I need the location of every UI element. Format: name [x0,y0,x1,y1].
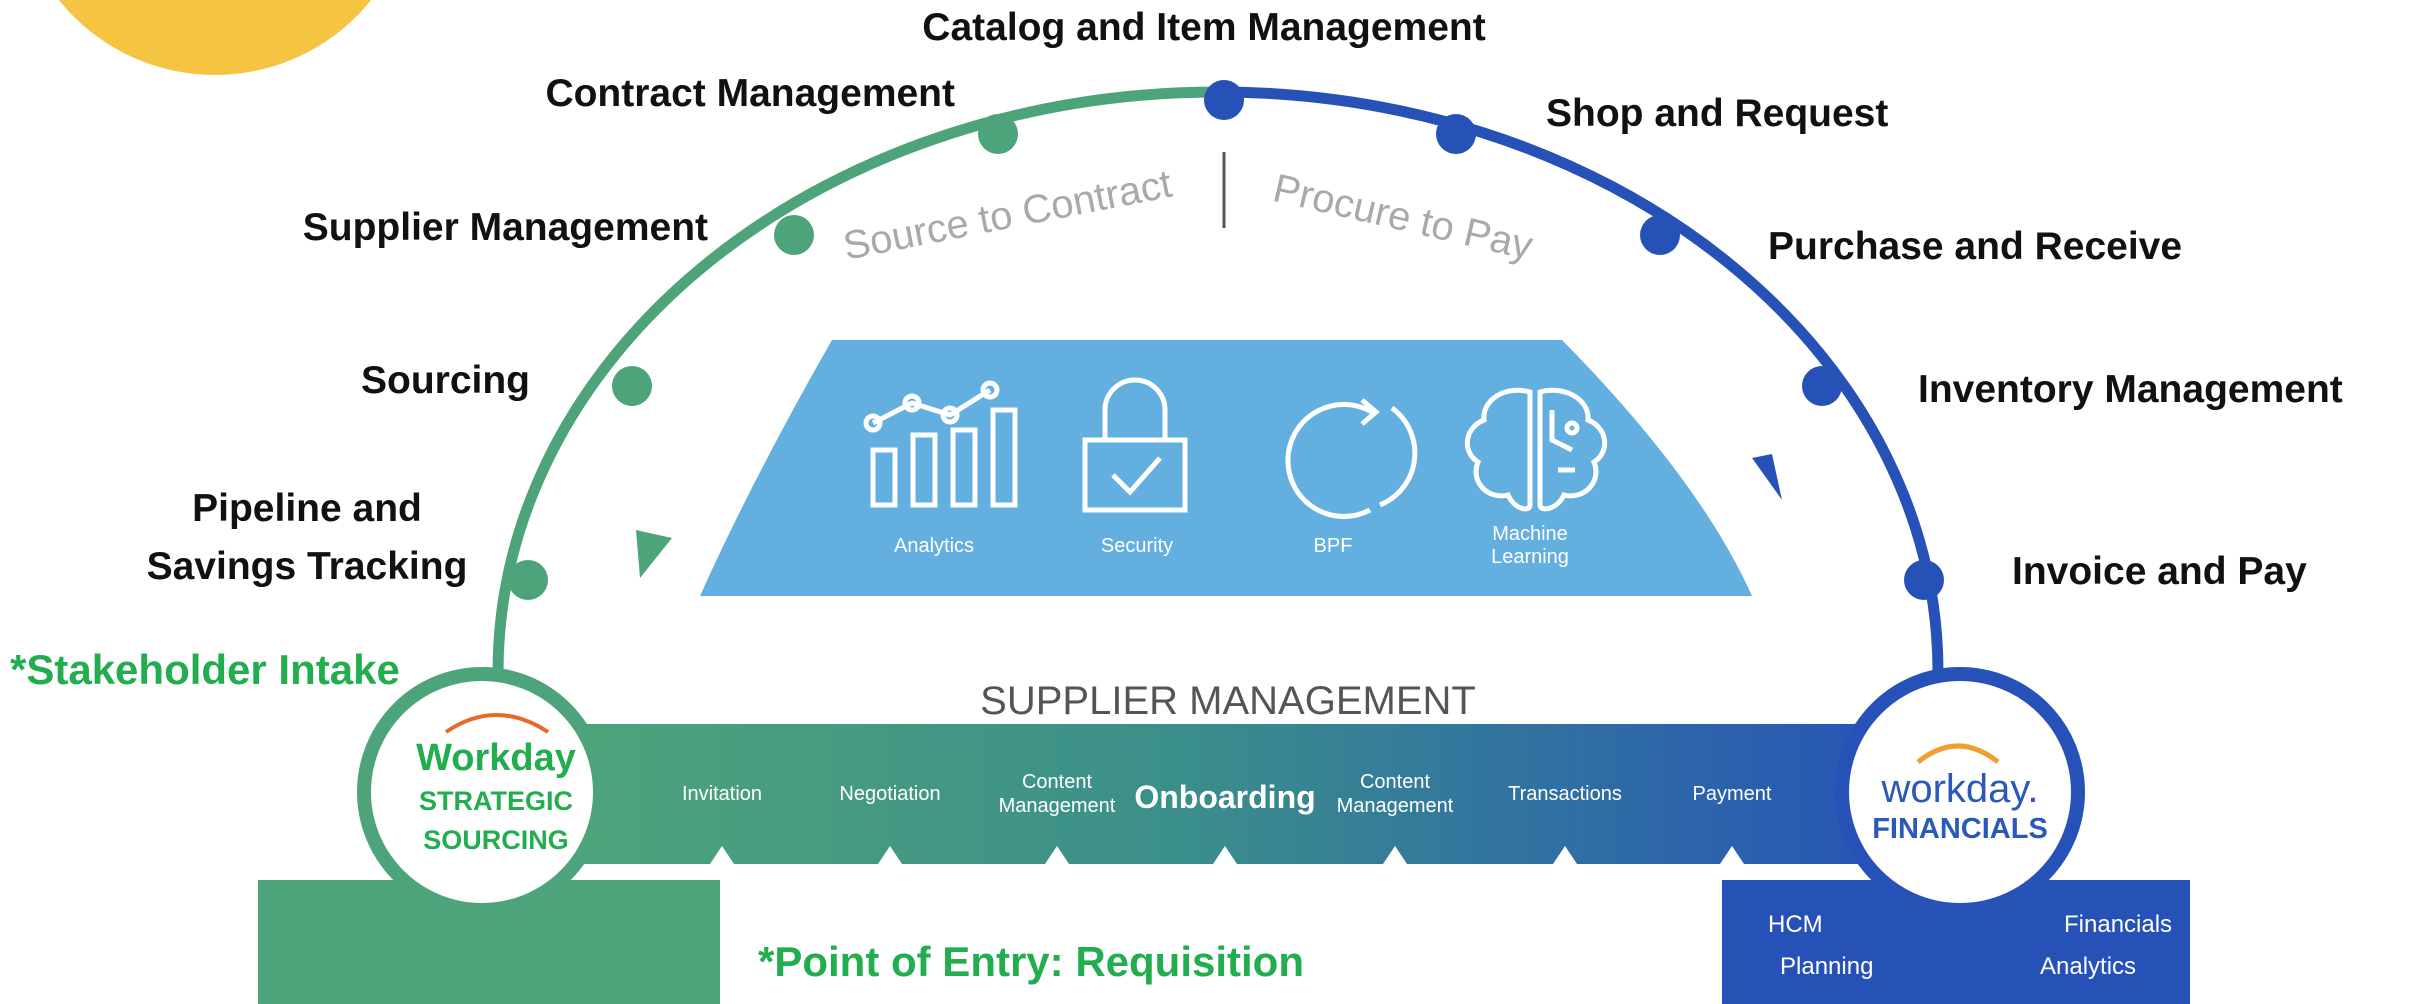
annotation-stakeholder-intake: *Stakeholder Intake [10,646,400,693]
node-catalog [1204,80,1244,120]
bar-tick-markers [710,846,1744,864]
node-supplier-management [774,215,814,255]
green-arrow-icon [636,530,672,578]
source-to-contract-arc [492,86,1219,673]
capability-ml-label-line2: Learning [1491,546,1569,568]
capability-analytics-label: Analytics [894,535,974,557]
arc-label-source-to-contract: Source to Contract [840,162,1176,269]
right-box-item-analytics: Analytics [2040,953,2136,980]
node-invoice-and-pay [1904,560,1944,600]
node-pipeline [508,560,548,600]
refresh-cycle-icon [1285,398,1418,519]
left-logo-line3: SOURCING [423,825,569,855]
procure-to-pay-arc [1217,86,1944,673]
arc-label-procure-to-pay: Procure to Pay [1269,166,1537,268]
stage-pipeline-line1: Pipeline and [192,487,422,530]
left-logo-line2: STRATEGIC [419,786,573,816]
strategic-sourcing-logo [357,667,607,917]
node-inventory-management [1802,366,1842,406]
step-negotiation: Negotiation [839,783,940,805]
step-invitation: Invitation [682,783,762,805]
orange-arc-icon [444,713,550,734]
step-content-management-2-line1: Content [1360,771,1430,793]
right-box-item-financials: Financials [2064,911,2172,938]
logo-arc-icon [1916,743,2000,764]
step-payment: Payment [1693,783,1772,805]
right-logo-line1: workday. [1880,767,2038,811]
stage-invoice-and-pay: Invoice and Pay [2012,550,2307,593]
capability-security-label: Security [1101,535,1173,557]
step-transactions: Transactions [1508,783,1622,805]
supplier-management-title: SUPPLIER MANAGEMENT [980,679,1476,723]
blue-arrow-icon [1752,454,1782,500]
stage-sourcing: Sourcing [361,359,530,402]
stage-purchase-and-receive: Purchase and Receive [1768,225,2182,268]
analytics-icon [863,380,1018,508]
sun-decoration [58,0,372,75]
step-content-management-2-line2: Management [1337,795,1454,817]
right-box-item-planning: Planning [1780,953,1873,980]
lock-check-icon [1082,377,1188,513]
node-purchase-and-receive [1640,215,1680,255]
workday-financials-logo [1835,667,2085,917]
annotation-point-of-entry: *Point of Entry: Requisition [758,938,1304,985]
step-content-management-1-line2: Management [999,795,1116,817]
stage-shop-and-request: Shop and Request [1546,92,1888,135]
brain-circuit-icon [1464,387,1608,512]
stage-catalog-and-item-management: Catalog and Item Management [922,6,1485,49]
step-content-management-1-line1: Content [1022,771,1092,793]
capability-ml-label-line1: Machine [1492,523,1568,545]
right-logo-line2: FINANCIALS [1872,813,2048,845]
stage-pipeline-line2: Savings Tracking [147,545,468,588]
capability-bpf-label: BPF [1314,535,1353,557]
stage-inventory-management: Inventory Management [1918,368,2343,411]
left-logo-line1: Workday [416,737,576,779]
node-contract-management [978,114,1018,154]
right-box-item-hcm: HCM [1768,911,1823,938]
step-onboarding: Onboarding [1134,779,1315,815]
supplier-process-bar [560,724,1920,864]
stage-supplier-management: Supplier Management [303,206,708,249]
node-shop-and-request [1436,114,1476,154]
node-sourcing [612,366,652,406]
stage-contract-management: Contract Management [545,72,955,115]
